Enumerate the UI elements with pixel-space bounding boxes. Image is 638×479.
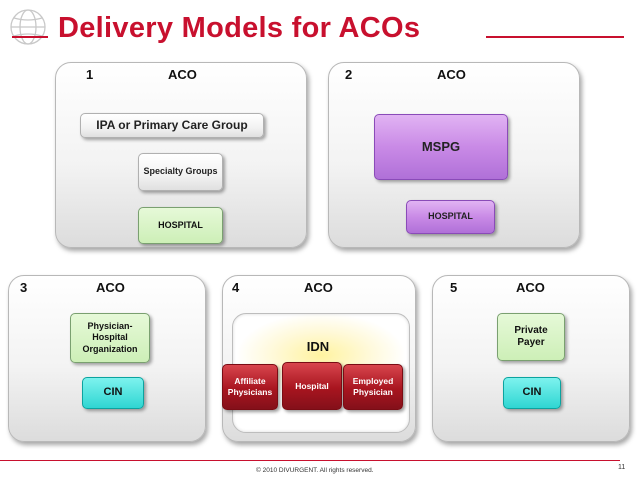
- hospital-box-2: HOSPITAL: [406, 200, 495, 234]
- panel-3-number: 3: [20, 280, 28, 295]
- globe-logo-icon: [10, 9, 46, 45]
- idn-label: IDN: [306, 338, 330, 354]
- cin-box-5: CIN: [503, 377, 561, 409]
- panel-4-label: ACO: [304, 280, 333, 295]
- ipa-box: IPA or Primary Care Group: [80, 113, 264, 138]
- employed-physician-box: Employed Physician: [343, 364, 403, 410]
- panel-1-label: ACO: [168, 67, 197, 82]
- panel-5-number: 5: [450, 280, 458, 295]
- panel-4-number: 4: [232, 280, 240, 295]
- cin-box-3: CIN: [82, 377, 144, 409]
- panel-1-number: 1: [86, 67, 94, 82]
- slide-number: 11: [618, 464, 626, 471]
- page-title: Delivery Models for ACOs: [58, 12, 421, 44]
- hospital-box-1: HOSPITAL: [138, 207, 223, 244]
- hospital-box-4: Hospital: [282, 362, 342, 410]
- affiliate-physicians-box: Affiliate Physicians: [222, 364, 278, 410]
- copyright-footer: © 2010 DIVURGENT. All rights reserved.: [256, 467, 374, 474]
- mspg-box: MSPG: [374, 114, 508, 180]
- panel-3-label: ACO: [96, 280, 125, 295]
- specialty-groups-box: Specialty Groups: [138, 153, 223, 191]
- private-payer-box: Private Payer: [497, 313, 565, 361]
- title-rule-right: [486, 36, 624, 38]
- panel-2-label: ACO: [437, 67, 466, 82]
- panel-2-number: 2: [345, 67, 353, 82]
- title-rule-left: [12, 36, 48, 38]
- panel-5-label: ACO: [516, 280, 545, 295]
- physician-hospital-org-box: Physician-Hospital Organization: [70, 313, 150, 363]
- footer-rule: [0, 460, 620, 461]
